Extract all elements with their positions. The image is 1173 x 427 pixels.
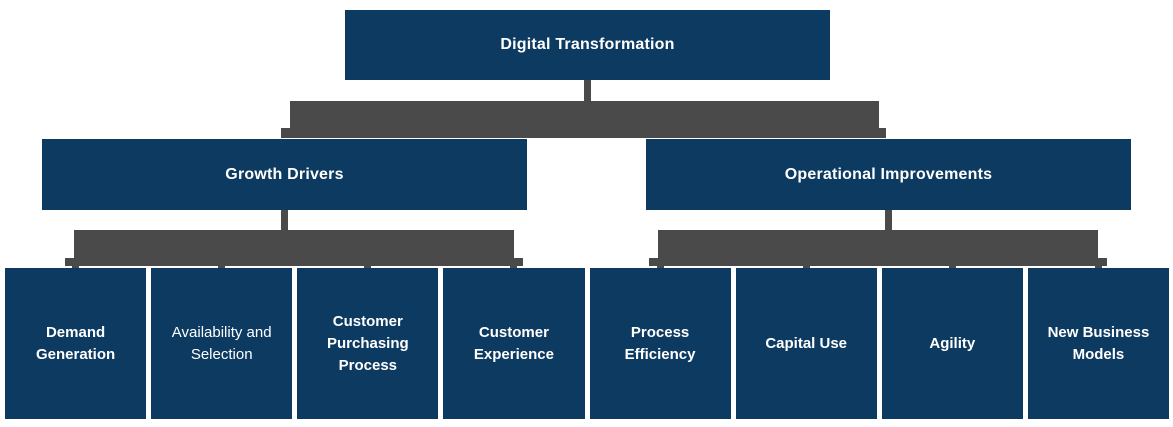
node-process-efficiency: Process Efficiency [589,268,731,419]
node-capital-use: Capital Use [735,268,877,419]
connector-growth-drop-4 [510,258,517,269]
connector-growth-stem [281,208,288,232]
connector-growth-drop-1 [72,258,79,269]
node-demand-generation: Demand Generation [5,268,147,419]
connector-operational-drop-2 [803,258,810,269]
connector-operational-stem [885,208,892,232]
node-growth-drivers: Growth Drivers [42,139,527,210]
connector-growth-bar-base [65,258,523,266]
node-customer-purchasing-process: Customer Purchasing Process [297,268,439,419]
node-operational-improvements: Operational Improvements [646,139,1131,210]
connector-root-bar [290,101,879,128]
connector-growth-drop-2 [218,258,225,269]
node-agility: Agility [881,268,1023,419]
connector-operational-drop-3 [949,258,956,269]
leaf-row: Demand Generation Availability and Selec… [5,268,1169,419]
connector-operational-bar [658,230,1098,258]
connector-growth-bar [74,230,514,258]
node-new-business-models: New Business Models [1027,268,1169,419]
node-digital-transformation: Digital Transformation [345,10,830,80]
connector-operational-drop-4 [1095,258,1102,269]
connector-operational-drop-1 [657,258,664,269]
node-availability-and-selection: Availability and Selection [151,268,293,419]
connector-root-bar-base [281,128,886,138]
connector-root-stem [584,78,591,103]
node-customer-experience: Customer Experience [443,268,585,419]
connector-operational-bar-base [649,258,1107,266]
connector-growth-drop-3 [364,258,371,269]
